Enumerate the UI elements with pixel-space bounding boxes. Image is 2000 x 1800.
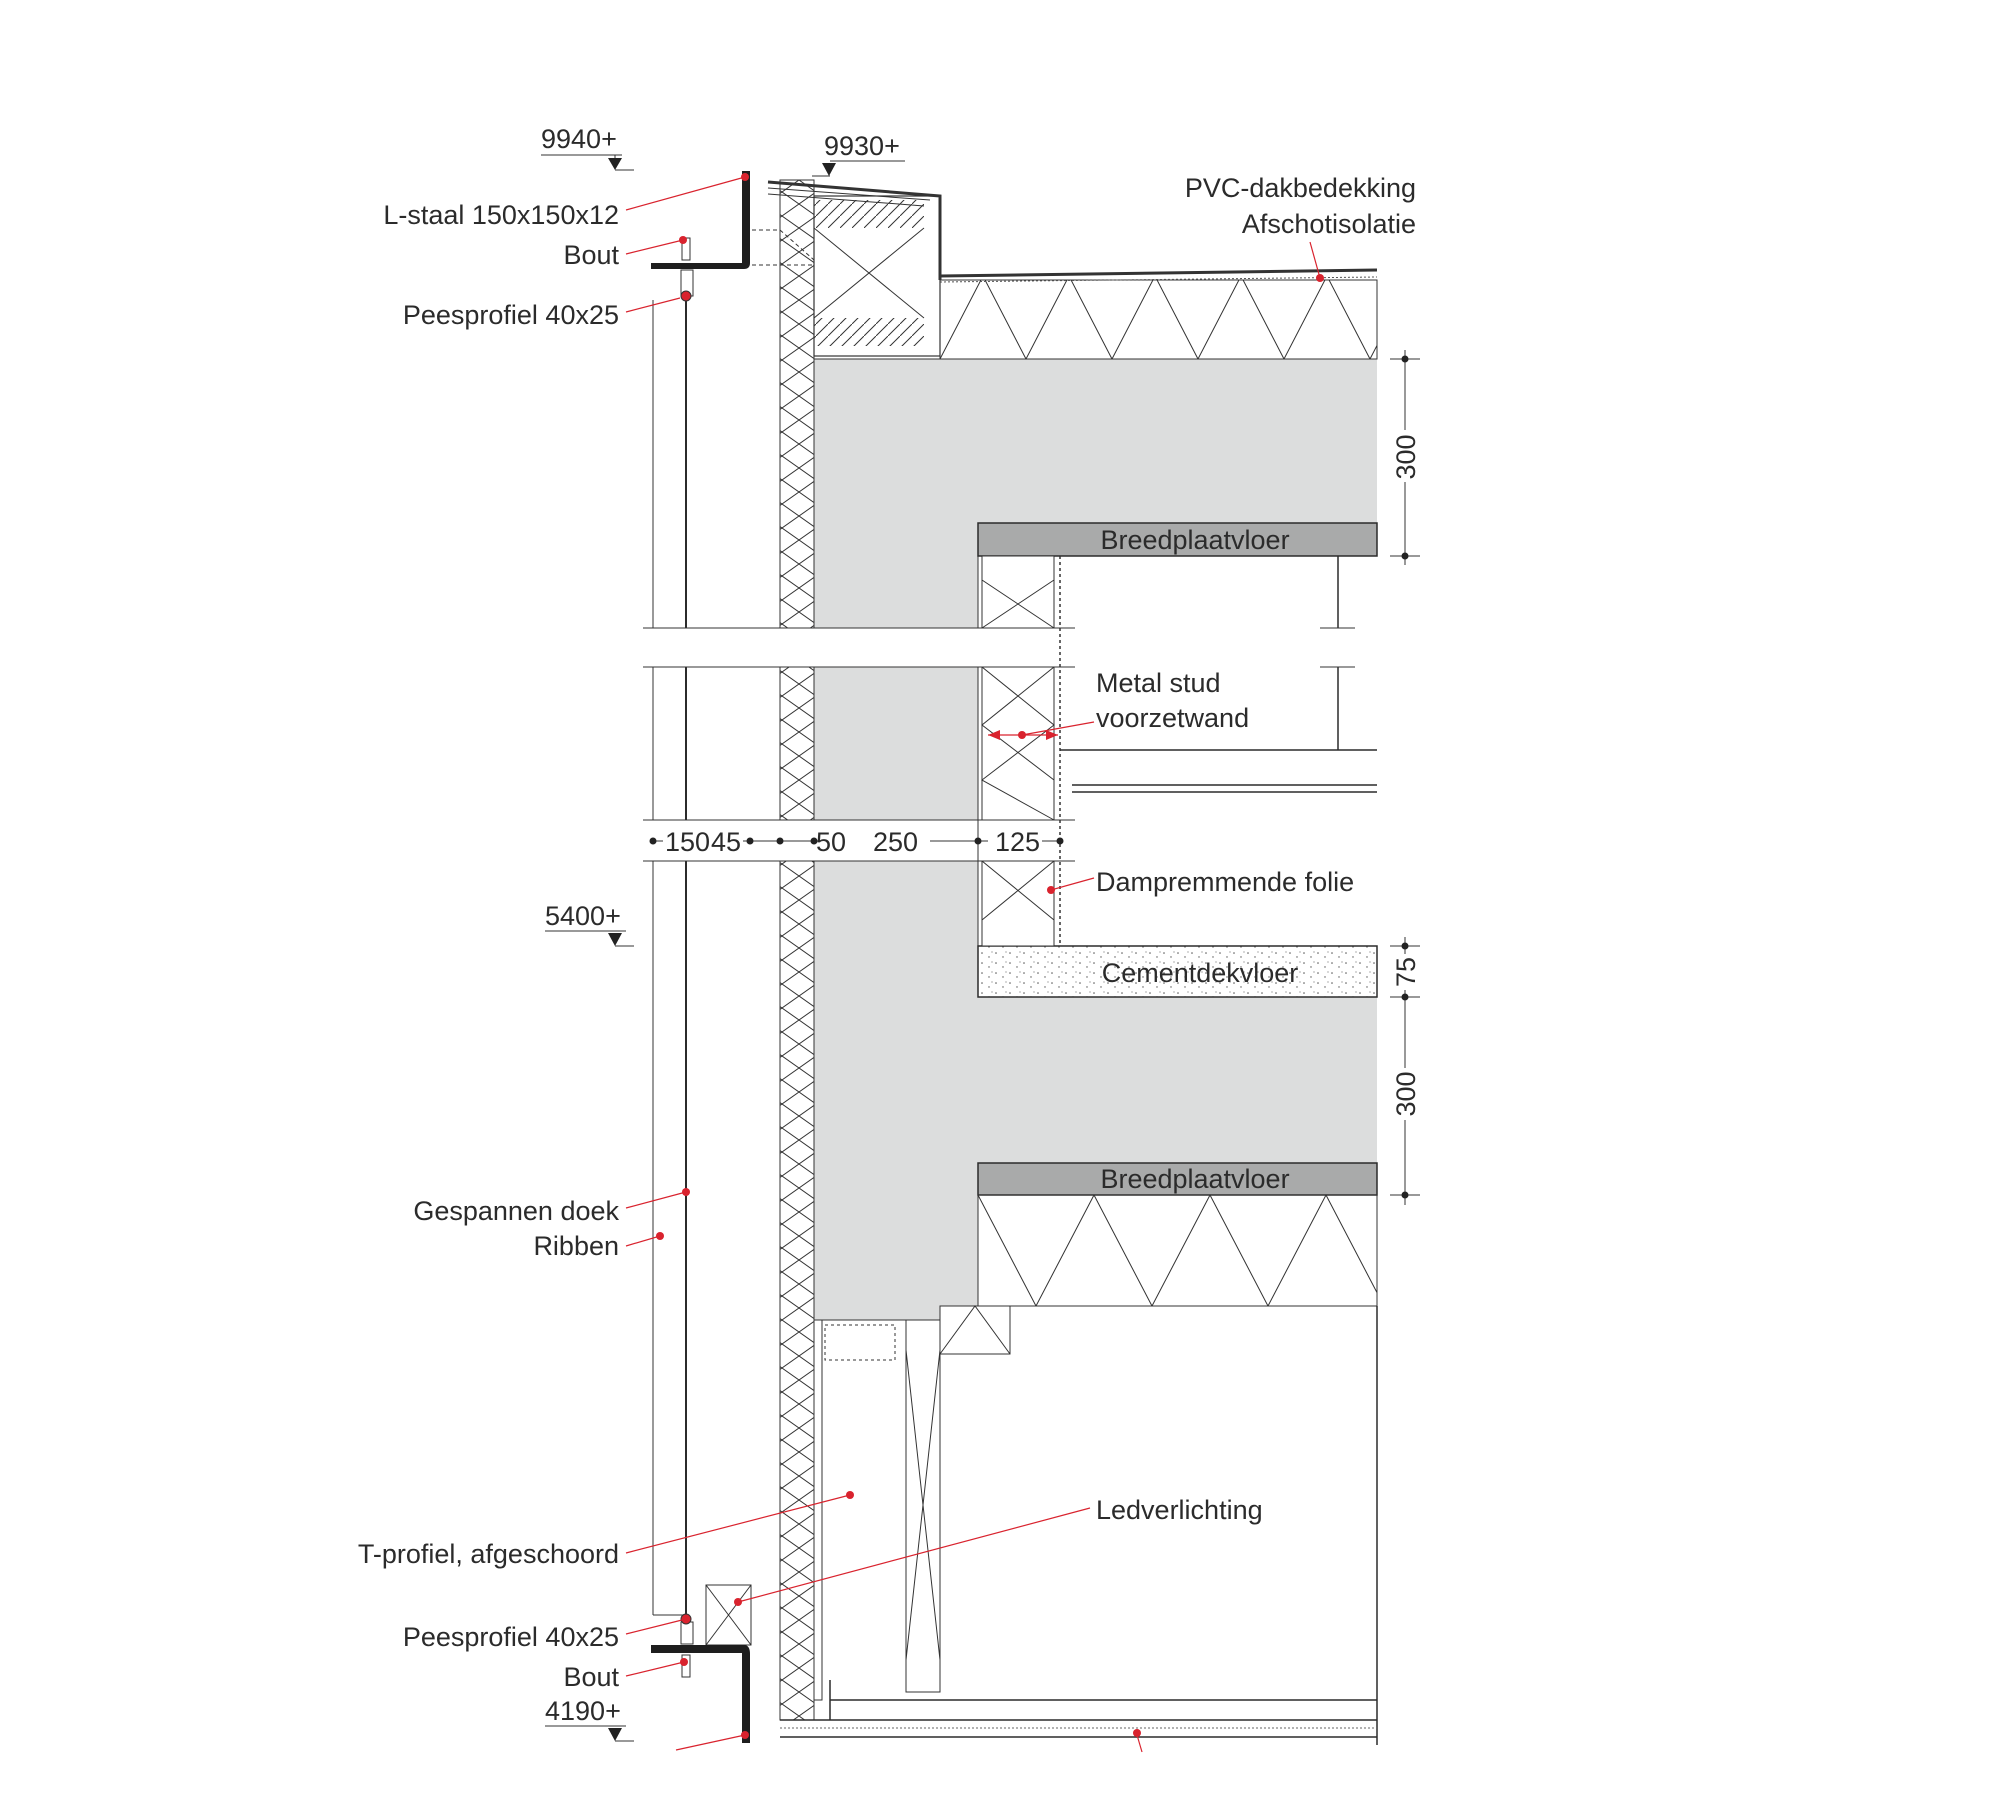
annotation-pvc: PVC-dakbedekking Afschotisolatie: [1185, 173, 1416, 282]
label-text: voorzetwand: [1096, 703, 1249, 733]
label-text: Bout: [563, 240, 619, 270]
break-lines: [643, 627, 1355, 668]
breedplaatvloer-bottom-label: Breedplaatvloer: [1100, 1164, 1289, 1194]
annotation-damp: Dampremmende folie: [1047, 867, 1354, 897]
label-text: Dampremmende folie: [1096, 867, 1354, 897]
dim-screed-75: 75: [1391, 957, 1421, 987]
annotation-peesprofiel-bottom: Peesprofiel 40x25: [403, 1619, 683, 1652]
dim-50: 50: [816, 827, 846, 857]
ceiling-fragment: [1060, 556, 1377, 793]
l-steel-bottom: [651, 1613, 750, 1743]
level-4190-text: 4190+: [545, 1696, 621, 1726]
label-text: Ribben: [533, 1231, 619, 1261]
annotation-ledverlichting: Ledverlichting: [734, 1495, 1263, 1606]
level-5400-text: 5400+: [545, 901, 621, 931]
concrete-structure: [814, 358, 1377, 1321]
level-9930-text: 9930+: [824, 131, 900, 161]
cladding: [652, 300, 687, 1618]
breedplaatvloer-bottom: Breedplaatvloer: [977, 1162, 1378, 1196]
wall-insulation: [779, 179, 815, 1721]
breedplaatvloer-top: Breedplaatvloer: [977, 522, 1378, 557]
annotation-bout-bottom: Bout: [563, 1658, 688, 1692]
annotation-gespannen-doek: Gespannen doek: [413, 1188, 690, 1226]
annotation-bout-top: Bout: [563, 236, 687, 270]
roof-insulation: [939, 268, 1378, 360]
l-steel-top: [651, 171, 750, 302]
label-text: T-profiel, afgeschoord: [358, 1539, 619, 1569]
annotation-bottom-leaders: [675, 1729, 1143, 1753]
label-text: PVC-dakbedekking: [1185, 173, 1416, 203]
annotation-l-staal-top: L-staal 150x150x12: [383, 173, 749, 230]
lower-fixtures: [705, 1305, 1378, 1745]
level-marker-9940: 9940+: [541, 124, 634, 171]
label-text: Peesprofiel 40x25: [403, 1622, 619, 1652]
dim-125: 125: [995, 827, 1040, 857]
vertical-dimensions: 300 75 300: [1390, 350, 1421, 1205]
annotation-peesprofiel-top: Peesprofiel 40x25: [403, 297, 681, 330]
label-text: Peesprofiel 40x25: [403, 300, 619, 330]
level-marker-9930: 9930+: [812, 131, 905, 177]
label-text: Gespannen doek: [413, 1196, 619, 1226]
level-marker-4190: 4190+: [545, 1696, 634, 1742]
label-text: Afschotisolatie: [1242, 209, 1416, 239]
level-9940-text: 9940+: [541, 124, 617, 154]
breedplaatvloer-top-label: Breedplaatvloer: [1100, 525, 1289, 555]
dim-floor-slab-300: 300: [1391, 1071, 1421, 1116]
horizontal-dimensions: 150 45 50 250 125: [643, 819, 1075, 862]
label-text: Bout: [563, 1662, 619, 1692]
annotation-metal-stud: Metal stud voorzetwand: [988, 668, 1249, 740]
parapet: [752, 180, 942, 357]
annotation-ribben: Ribben: [533, 1231, 664, 1261]
dim-250: 250: [873, 827, 918, 857]
dim-150: 150: [665, 827, 710, 857]
label-text: Metal stud: [1096, 668, 1221, 698]
level-marker-5400: 5400+: [545, 901, 634, 947]
label-text: Ledverlichting: [1096, 1495, 1263, 1525]
cementdekvloer: Cementdekvloer: [977, 945, 1378, 998]
dim-roof-slab-300: 300: [1391, 434, 1421, 479]
cementdekvloer-label: Cementdekvloer: [1102, 958, 1299, 988]
annotation-t-profiel: T-profiel, afgeschoord: [358, 1491, 854, 1569]
floor-insulation: [977, 1194, 1378, 1307]
dim-45: 45: [711, 827, 741, 857]
label-text: L-staal 150x150x12: [383, 200, 619, 230]
